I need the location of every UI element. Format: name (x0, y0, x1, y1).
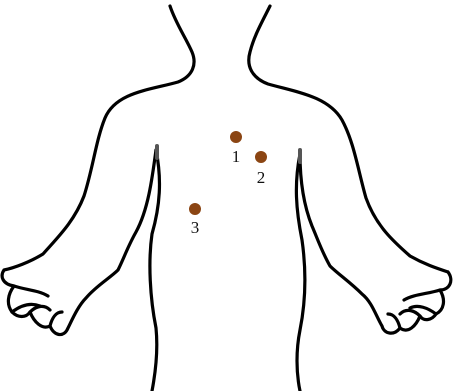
body-outline-left-side (2, 6, 194, 335)
body-outline-right-side (249, 6, 451, 333)
left-hand-fingers (12, 286, 62, 326)
marker-label-1: 1 (232, 147, 241, 166)
marker-dot-1 (230, 131, 242, 143)
marker-label-3: 3 (191, 218, 200, 237)
right-hand-fingers (388, 290, 440, 328)
marker-dot-3 (189, 203, 201, 215)
marker-dot-2 (255, 151, 267, 163)
marker-label-2: 2 (257, 168, 266, 187)
